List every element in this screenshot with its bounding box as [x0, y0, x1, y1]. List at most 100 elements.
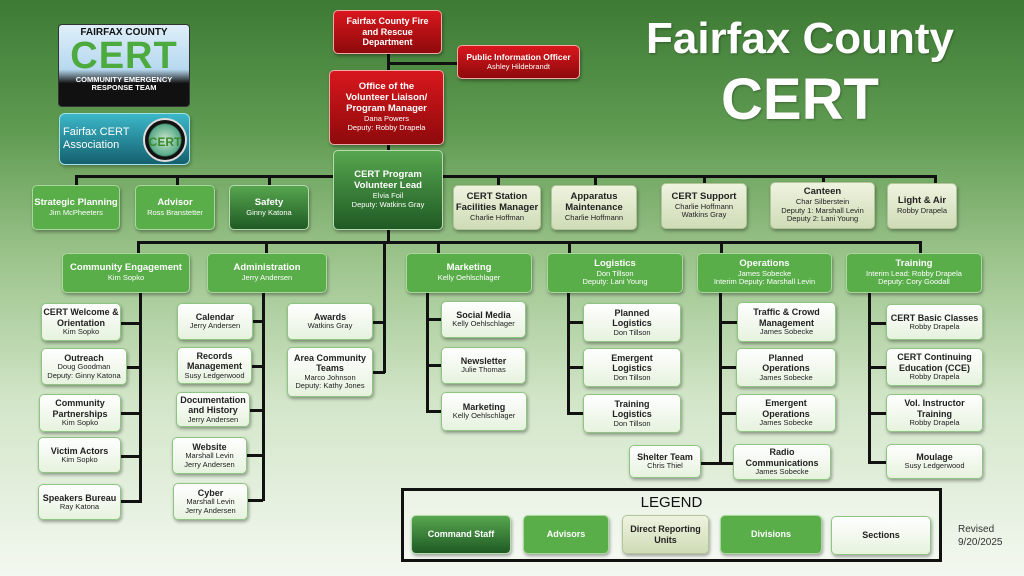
connector	[75, 175, 78, 185]
node-deputy: Deputy: Robby Drapela	[347, 122, 426, 132]
revised-value: 9/20/2025	[958, 537, 1003, 548]
node-name: Marshall Levin	[186, 497, 235, 507]
fire-rescue-department[interactable]: Fairfax County Fire and Rescue Departmen…	[333, 10, 442, 54]
node-title: Planned Logistics	[612, 307, 652, 329]
connector	[497, 175, 500, 185]
node-name: Jerry Andersen	[185, 505, 236, 515]
public-information-officer[interactable]: Public Information Officer Ashley Hildeb…	[457, 45, 580, 79]
connector	[262, 293, 265, 501]
association-badge[interactable]: Fairfax CERT Association CERT	[59, 113, 190, 165]
connector	[248, 499, 263, 502]
node-name: Kim Sopko	[61, 454, 98, 464]
legend-label: Command Staff	[427, 529, 495, 540]
connector	[868, 366, 886, 369]
node-title: Community Engagement	[70, 262, 182, 274]
node-name: Kelly Oehlschlager	[452, 319, 515, 329]
node-title: Website	[192, 441, 227, 452]
connector	[121, 500, 141, 503]
connector	[387, 145, 390, 151]
connector	[426, 364, 441, 367]
connector	[121, 455, 141, 458]
node-title: Advisor	[157, 196, 193, 208]
node-deputy: Deputy: Watkins Gray	[351, 199, 425, 209]
node-name: Char Silberstein	[795, 197, 850, 207]
connector	[387, 230, 390, 243]
connector	[720, 241, 723, 253]
node-name: James Sobecke	[759, 372, 813, 382]
node-name: Julie Thomas	[461, 365, 506, 375]
legend-command-staff: Command Staff	[411, 515, 511, 554]
revised-label: Revised	[958, 524, 995, 535]
association-seal: CERT	[143, 118, 187, 162]
node-name: Deputy 2: Lani Young	[786, 214, 859, 224]
node-name: Watkins Gray	[681, 210, 727, 220]
connector	[265, 241, 268, 253]
logo-main: CERT	[70, 35, 178, 77]
connector	[594, 175, 597, 185]
node-name: Jim McPheeters	[49, 207, 103, 217]
connector	[176, 175, 179, 185]
connector	[383, 241, 386, 373]
section-cce[interactable]: CERT Continuing Education (CCE)Robby Dra…	[886, 348, 983, 386]
node-name: James Sobecke	[755, 467, 809, 477]
node-title: Operations	[739, 257, 790, 269]
connector	[701, 462, 734, 465]
node-title: Vol. Instructor Training	[904, 398, 965, 419]
node-name: Doug Goodman	[57, 362, 111, 372]
connector	[719, 412, 737, 415]
node-title: CERT Support	[671, 190, 737, 202]
node-name: Deputy 1: Marshall Levin	[781, 205, 864, 215]
connector	[252, 365, 262, 368]
seal-text: CERT	[148, 135, 182, 149]
node-name: Charlie Hoffmann	[674, 201, 734, 211]
volunteer-liaison-office[interactable]: Office of the Volunteer Liaison/ Program…	[329, 70, 444, 145]
node-name: Susy Ledgerwood	[904, 461, 965, 471]
node-name: Don Tillson	[613, 418, 651, 428]
node-name: James Sobecke	[759, 418, 813, 428]
node-name: Kim Sopko	[107, 273, 145, 283]
program-volunteer-lead[interactable]: CERT Program Volunteer Lead Elvia Foil D…	[333, 150, 443, 230]
node-title: CERT Station Facilities Manager	[455, 191, 539, 214]
node-name: Deputy: Cory Goodall	[878, 277, 950, 287]
